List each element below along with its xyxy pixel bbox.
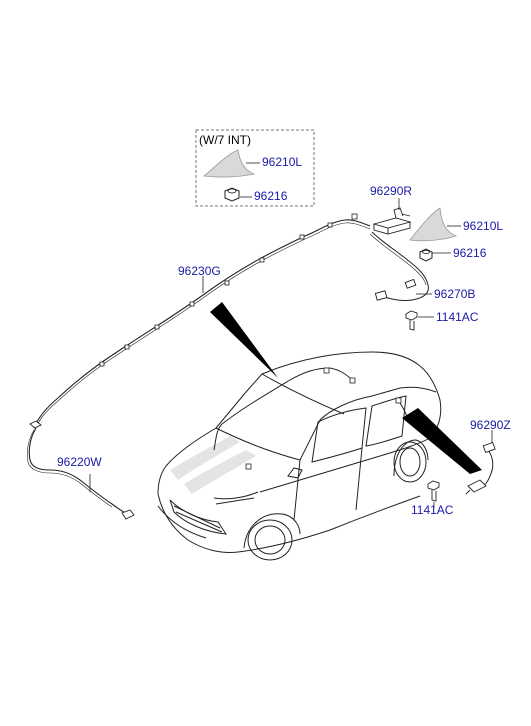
car-roof-cable <box>213 367 353 451</box>
module-z-icon <box>465 441 496 495</box>
feeder-clips <box>99 213 358 367</box>
label-nut-inset[interactable]: 96216 <box>254 189 288 203</box>
main-feeder-cable-inner <box>34 222 371 431</box>
label-front-feeder[interactable]: 96220W <box>57 455 102 469</box>
nut-inset-icon <box>224 187 240 202</box>
label-nut-main[interactable]: 96216 <box>453 246 487 260</box>
label-module-r[interactable]: 96290R <box>370 184 413 198</box>
cable-b-connector <box>374 278 417 301</box>
label-antenna-inset[interactable]: 96210L <box>262 155 303 169</box>
antenna-inset-icon <box>203 149 256 178</box>
nut-main-icon <box>419 248 433 262</box>
main-feeder-cable <box>33 219 371 429</box>
label-cable-b[interactable]: 96270B <box>434 287 476 301</box>
label-antenna-main[interactable]: 96210L <box>463 219 504 233</box>
label-module-z[interactable]: 96290Z <box>470 418 511 432</box>
module-r-icon <box>372 207 412 235</box>
bolt-top-icon <box>405 310 418 331</box>
side-cable <box>371 231 429 301</box>
inset-box <box>195 129 315 207</box>
car-outline <box>157 351 442 561</box>
pointer-wedge-roof <box>210 302 278 378</box>
car-hood-stripes <box>170 436 256 494</box>
front-feeder-cable-inner <box>26 429 113 508</box>
car-cable-connectors <box>245 367 402 470</box>
front-feeder-cable <box>28 427 133 517</box>
side-cable-inner <box>369 233 427 286</box>
bolt-bottom-icon <box>427 480 440 502</box>
antenna-main-icon <box>409 207 458 242</box>
label-bolt-top[interactable]: 1141AC <box>436 310 479 324</box>
pointer-wedge-rear <box>402 408 482 474</box>
label-main-feeder[interactable]: 96230G <box>178 264 221 278</box>
label-bolt-bottom[interactable]: 1141AC <box>411 503 454 517</box>
inset-caption: (W/7 INT) <box>199 133 251 147</box>
front-feeder-connector <box>29 420 135 520</box>
